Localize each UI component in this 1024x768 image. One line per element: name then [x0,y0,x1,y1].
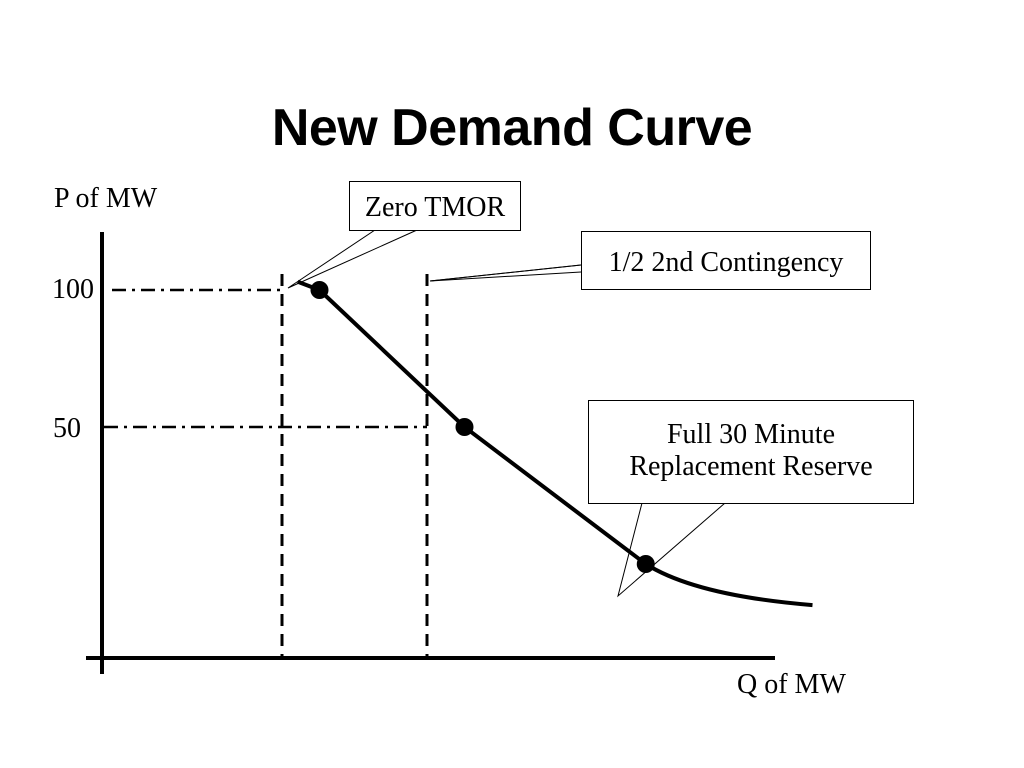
curve-point-2 [455,418,474,436]
curve-point-3 [636,555,655,573]
callout-pointer-reserve [617,502,727,598]
curve-points [310,281,655,573]
callout-reserve-line1: Full 30 Minute [666,419,835,450]
callout-zero-tmor-text: Zero TMOR [364,192,506,223]
y-axis-label: P of MW [54,183,158,214]
callout-pointer-zero-tmor [287,229,418,289]
page-title: New Demand Curve [271,99,753,157]
x-axis-label: Q of MW [737,669,846,700]
callout-reserve-line2: Replacement Reserve [629,451,873,483]
callout-reserve: Full 30 Minute Replacement Reserve [588,400,914,504]
callout-contingency-text: 1/2 2nd Contingency [608,247,844,278]
callout-pointer-contingency-top [429,264,582,282]
y-tick-100: 100 [52,274,94,305]
callout-zero-tmor: Zero TMOR [349,181,521,231]
y-tick-50: 50 [53,413,81,444]
callout-pointer-contingency-bottom [429,271,582,282]
curve-point-1 [310,281,329,299]
callout-contingency: 1/2 2nd Contingency [581,231,871,290]
